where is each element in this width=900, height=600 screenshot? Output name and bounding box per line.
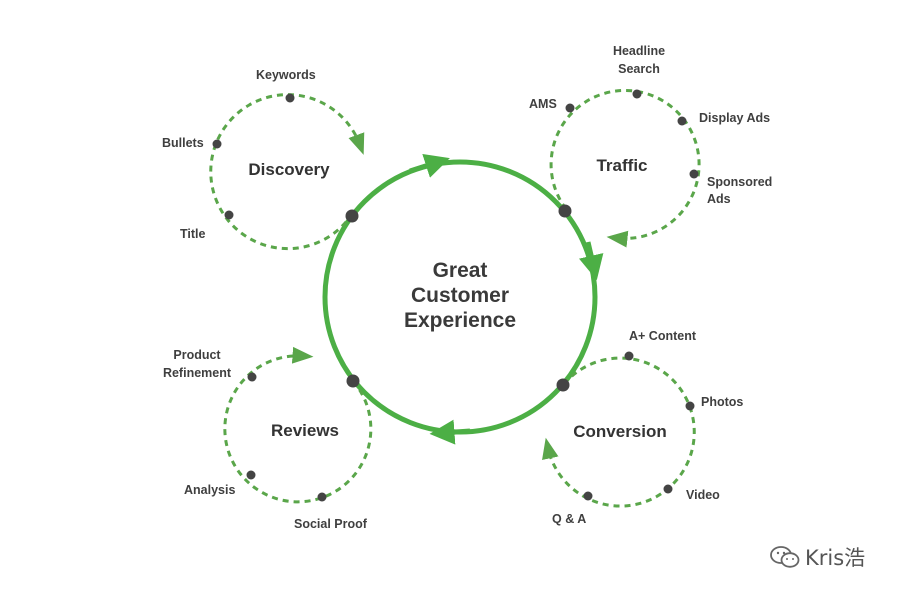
keywords-label: Keywords xyxy=(256,68,316,82)
product-refinement-dot xyxy=(247,372,257,382)
social-proof-dot xyxy=(317,492,327,502)
ams-label: AMS xyxy=(529,97,557,111)
analysis-dot xyxy=(246,470,256,480)
q-and-a-label: Q & A xyxy=(552,512,586,526)
wechat-icon xyxy=(770,546,800,568)
main-arrow-bottom xyxy=(429,419,471,445)
display-ads-dot xyxy=(677,116,687,126)
bullets-label: Bullets xyxy=(162,136,204,150)
video-dot xyxy=(663,484,673,494)
display-ads-label: Display Ads xyxy=(699,111,770,125)
reviews-title: Reviews xyxy=(271,421,339,440)
sponsored-ads-label-line-1: Sponsored xyxy=(707,175,772,189)
traffic-junction-dot xyxy=(558,204,572,218)
keywords-dot xyxy=(285,93,295,103)
video-label: Video xyxy=(686,488,720,502)
conversion-dashed-cycle xyxy=(542,356,696,508)
center-line-2: Customer xyxy=(411,284,509,307)
reviews-junction-dot xyxy=(346,374,360,388)
discovery-junction-dot xyxy=(345,209,359,223)
headline-search-label-line-1: Headline xyxy=(613,44,665,58)
center-line-3: Experience xyxy=(404,309,516,332)
title-dot xyxy=(224,210,234,220)
a-plus-content-dot xyxy=(624,351,634,361)
center-line-1: Great xyxy=(433,259,488,282)
product-refinement-label-line-2: Refinement xyxy=(163,366,232,380)
main-arrow-right xyxy=(579,241,604,281)
headline-search-dot xyxy=(632,89,642,99)
discovery-dashed-cycle xyxy=(209,93,365,251)
traffic-title: Traffic xyxy=(596,156,647,175)
analysis-label: Analysis xyxy=(184,483,235,497)
reviews-dashed-cycle xyxy=(223,346,373,504)
sponsored-ads-dot xyxy=(689,169,699,179)
conversion-title: Conversion xyxy=(573,422,667,441)
watermark: Kris浩 xyxy=(769,542,865,572)
photos-label: Photos xyxy=(701,395,743,409)
bullets-dot xyxy=(212,139,222,149)
product-refinement-label-line-1: Product xyxy=(173,348,221,362)
main-arrow-top xyxy=(409,153,450,178)
a-plus-content-label: A+ Content xyxy=(629,329,697,343)
photos-dot xyxy=(685,401,695,411)
title-label: Title xyxy=(180,227,206,241)
sponsored-ads-label-line-2: Ads xyxy=(707,192,731,206)
discovery-title: Discovery xyxy=(248,160,330,179)
conversion-junction-dot xyxy=(556,378,570,392)
ams-dot xyxy=(565,103,575,113)
social-proof-label: Social Proof xyxy=(294,517,368,531)
watermark-text: Kris浩 xyxy=(805,546,866,570)
traffic-dashed-cycle xyxy=(549,88,701,248)
headline-search-label-line-2: Search xyxy=(618,62,660,76)
q-and-a-dot xyxy=(583,491,593,501)
